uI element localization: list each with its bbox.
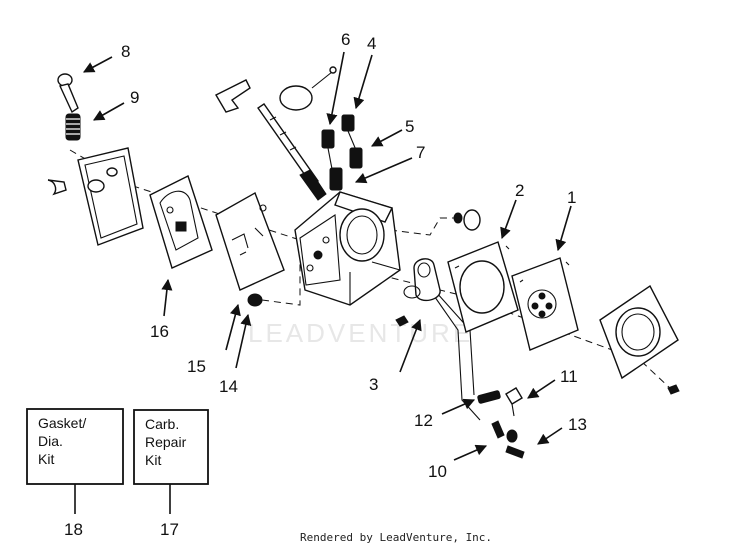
callout-15: 15	[187, 357, 206, 376]
gasket-kit-line3: Kit	[38, 451, 54, 467]
callout-2: 2	[515, 181, 524, 200]
callout-8: 8	[121, 42, 130, 61]
alignment-line-top	[389, 217, 460, 236]
part-pump-cover	[599, 284, 680, 395]
alignment-line-left	[69, 149, 331, 251]
watermark-text: LEADVENTURE	[248, 318, 473, 348]
repair-kit-line1: Carb.	[145, 416, 179, 432]
callout-6: 6	[341, 30, 350, 49]
part-8-screw	[57, 73, 79, 114]
part-6-needle	[321, 129, 343, 191]
callout-18: 18	[64, 520, 83, 539]
callout-14: 14	[219, 377, 238, 396]
part-15-diaphragm	[215, 191, 285, 291]
gasket-kit-box: Gasket/ Dia. Kit 18	[26, 408, 124, 539]
gasket-kit-line2: Dia.	[38, 433, 63, 449]
callout-17: 17	[160, 520, 179, 539]
repair-kit-line3: Kit	[145, 452, 161, 468]
footer-credit: Rendered by LeadVenture, Inc.	[300, 531, 492, 544]
alignment-line-14	[261, 260, 301, 306]
part-1-diaphragm	[511, 257, 579, 351]
callout-4: 4	[367, 34, 376, 53]
repair-kit-line2: Repair	[145, 434, 187, 450]
callout-9: 9	[130, 88, 139, 107]
part-13-screw	[506, 429, 518, 443]
gasket-kit-line1: Gasket/	[38, 415, 86, 431]
part-14-valve	[247, 293, 263, 307]
part-9-spring	[65, 113, 81, 141]
part-12-spring	[477, 390, 501, 404]
part-plug	[453, 209, 481, 231]
part-11-lever	[505, 387, 523, 417]
callout-3: 3	[369, 375, 378, 394]
part-4-needle	[341, 114, 363, 169]
callout-11: 11	[560, 367, 578, 386]
part-3-fitting	[395, 258, 441, 327]
callout-1: 1	[567, 188, 576, 207]
part-16-gasket	[149, 175, 213, 269]
callout-10: 10	[428, 462, 447, 481]
callout-7: 7	[416, 143, 425, 162]
carburetor-body	[294, 191, 401, 306]
part-cover-plate	[47, 147, 144, 246]
callout-16: 16	[150, 322, 169, 341]
callout-13: 13	[568, 415, 587, 434]
part-2-gasket	[447, 241, 519, 333]
callout-5: 5	[405, 117, 414, 136]
repair-kit-box: Carb. Repair Kit 17	[133, 409, 209, 539]
part-throttle-shaft	[215, 66, 337, 201]
leader-arrows	[83, 51, 572, 461]
callout-12: 12	[414, 411, 433, 430]
part-10-pin	[491, 420, 525, 459]
